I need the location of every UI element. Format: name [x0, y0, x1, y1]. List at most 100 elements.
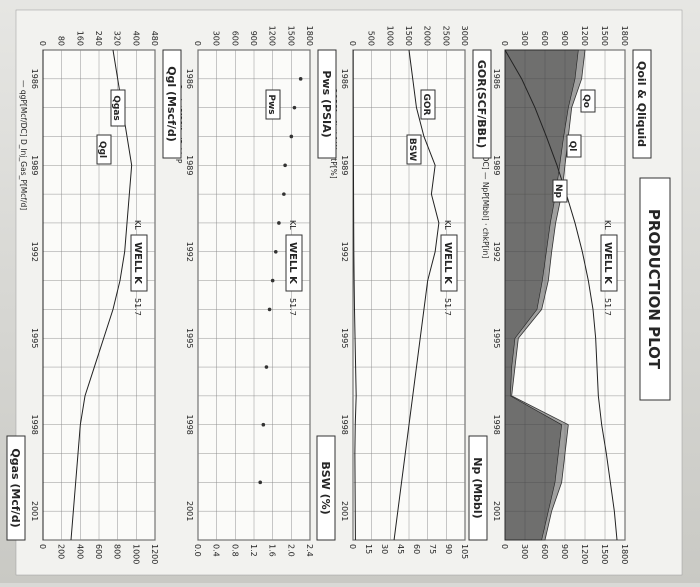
x-tick-label: 2001	[185, 501, 194, 521]
pws-point	[298, 77, 303, 81]
x-tick-label: 1998	[492, 415, 501, 435]
y2-tick-label: 0	[348, 544, 357, 549]
y-tick-label: 2500	[441, 26, 450, 46]
panel-right-title: BSW (%)	[316, 435, 336, 541]
y2-tick-label: 30	[380, 544, 389, 554]
pws-point	[289, 134, 294, 139]
pws-point	[292, 105, 297, 110]
series-line	[352, 49, 357, 541]
well-number: 51.7	[443, 298, 452, 316]
y-tick-label: 0	[500, 41, 509, 46]
y-tick-label: 2000	[423, 26, 432, 46]
y2-tick-label: 2.0	[286, 544, 295, 557]
kl-marker: KL	[288, 220, 297, 230]
y2-tick-label: 1200	[150, 544, 159, 564]
y2-tick-label: 0	[500, 544, 509, 549]
overlay-tag-text: Pws	[266, 94, 276, 114]
well-number: 51.7	[288, 298, 297, 316]
overlay-tag-text: Qgas	[111, 95, 121, 121]
panel-title-text: Qoil & Qliquid	[635, 61, 648, 147]
y2-tick-label: 600	[94, 544, 103, 559]
overlay-tag: BSW	[406, 134, 422, 165]
well-label: WELL K	[600, 234, 618, 292]
pws-point	[277, 221, 281, 225]
overlay-tag: GOR	[420, 89, 436, 120]
y-tick-label: 1200	[268, 26, 277, 46]
y-tick-label: 80	[57, 36, 66, 46]
panel-right-title-text: Np (Mbbl)	[471, 457, 484, 518]
pws-point	[261, 422, 266, 427]
overlay-tag-text: Ql	[567, 141, 577, 152]
overlay-tag-text: Np	[553, 184, 563, 199]
well-number: 51.7	[603, 298, 612, 316]
y2-tick-label: 1000	[131, 544, 140, 564]
overlay-tag-text: GOR	[421, 94, 431, 116]
title-block: PRODUCTION PLOT	[639, 177, 671, 401]
y-tick-label: 600	[540, 31, 549, 46]
y2-tick-label: 0.8	[230, 544, 239, 557]
y2-tick-label: 1.6	[268, 544, 277, 557]
y-tick-label: 160	[75, 31, 84, 46]
y-tick-label: 500	[367, 31, 376, 46]
y-tick-label: 0	[348, 41, 357, 46]
x-tick-label: 2001	[492, 501, 501, 521]
pws-point	[283, 163, 287, 168]
x-tick-label: 2001	[340, 501, 349, 521]
panel-title: Qoil & Qliquid	[632, 49, 652, 159]
kl-marker: KL	[443, 220, 452, 230]
panel-title: Qgl (Mscf/d)	[162, 49, 182, 159]
y-tick-label: 300	[520, 31, 529, 46]
pws-point	[267, 307, 272, 312]
series-line	[70, 49, 133, 541]
overlay-tag-text: Qgl	[97, 141, 107, 158]
well-label: WELL K	[285, 234, 303, 292]
y-tick-label: 400	[131, 31, 140, 46]
panel-title-text: GOR(SCF/BBL)	[475, 60, 488, 148]
y2-tick-label: 400	[75, 544, 84, 559]
panel-title: Pws (PSIA)	[317, 49, 337, 159]
y-tick-label: 1800	[620, 26, 629, 46]
y2-tick-label: 600	[540, 544, 549, 559]
pws-point	[264, 365, 269, 369]
x-tick-label: 1986	[340, 69, 349, 89]
y-tick-label: 300	[212, 31, 221, 46]
y-tick-label: 1500	[600, 26, 609, 46]
panel-title-text: Pws (PSIA)	[320, 70, 333, 137]
y2-tick-label: 800	[113, 544, 122, 559]
well-number: 51.7	[133, 298, 142, 316]
kl-marker: KL	[603, 220, 612, 230]
y2-tick-label: 1800	[620, 544, 629, 564]
y2-tick-label: 0.0	[193, 544, 202, 557]
y2-tick-label: 300	[520, 544, 529, 559]
y-tick-label: 1200	[580, 26, 589, 46]
y-tick-label: 480	[150, 31, 159, 46]
overlay-tag: Pws	[265, 89, 281, 120]
y2-tick-label: 90	[444, 544, 453, 554]
panel-title: GOR(SCF/BBL)	[472, 49, 492, 159]
y2-tick-label: 2.4	[305, 544, 314, 557]
legend-text: qlP[bbl/DC] qoP[bbl/DC] — NpP[Mbbl] · ch…	[481, 80, 490, 258]
overlay-tag-text: BSW	[407, 138, 417, 161]
overlay-tag: Ql	[566, 134, 582, 158]
overlay-tag-text: Qo	[581, 94, 591, 108]
well-label-text: WELL K	[602, 242, 613, 285]
y2-tick-label: 60	[412, 544, 421, 554]
x-tick-label: 1992	[30, 242, 39, 262]
x-tick-label: 1989	[30, 155, 39, 175]
qliquid-area	[504, 49, 586, 541]
pws-point	[282, 192, 286, 196]
well-label-text: WELL K	[442, 242, 453, 285]
x-tick-label: 1998	[30, 415, 39, 435]
y2-tick-label: 1200	[580, 544, 589, 564]
y-tick-label: 600	[230, 31, 239, 46]
y2-tick-label: 900	[560, 544, 569, 559]
y2-tick-label: 45	[396, 544, 405, 554]
series-line	[504, 49, 618, 541]
x-tick-label: 1986	[185, 69, 194, 89]
x-tick-label: 1992	[492, 242, 501, 262]
y-tick-label: 1500	[286, 26, 295, 46]
kl-marker: KL	[133, 220, 142, 230]
y-tick-label: 1000	[385, 26, 394, 46]
